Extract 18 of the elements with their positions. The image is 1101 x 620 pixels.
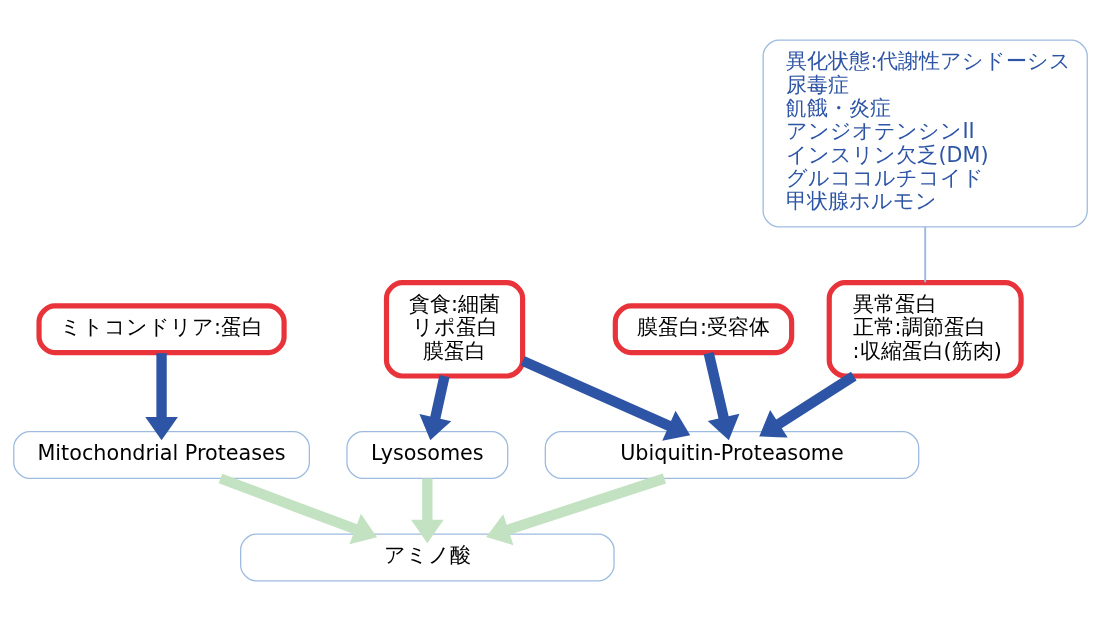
arrow (759, 371, 857, 438)
arrow (520, 355, 691, 441)
arrow (145, 352, 178, 440)
arrow (411, 478, 444, 543)
node-box: ミトコンドリア:蛋白 (36, 302, 287, 355)
node-box: Lysosomes (346, 430, 509, 479)
node-box: 異化状態:代謝性アシドーシス 尿毒症 飢餓・炎症 アンジオテンシンII インスリン欠乏(DM) グルココルチコイド 甲状腺ホルモン (762, 39, 1088, 228)
connector (924, 225, 927, 283)
node-box: 膜蛋白:受容体 (612, 302, 795, 355)
node-box: Mitochondrial Proteases (13, 430, 310, 479)
arrow (486, 473, 666, 545)
arrow (703, 351, 740, 440)
arrow (419, 374, 452, 440)
node-box: 異常蛋白 正常:調節蛋白 :収縮蛋白(筋肉) (826, 279, 1024, 379)
node-box: 貪食:細菌 リポ蛋白 膜蛋白 (383, 279, 526, 379)
node-box: Ubiquitin-Proteasome (544, 430, 920, 479)
arrow (218, 473, 377, 544)
node-box: アミノ酸 (240, 533, 615, 581)
